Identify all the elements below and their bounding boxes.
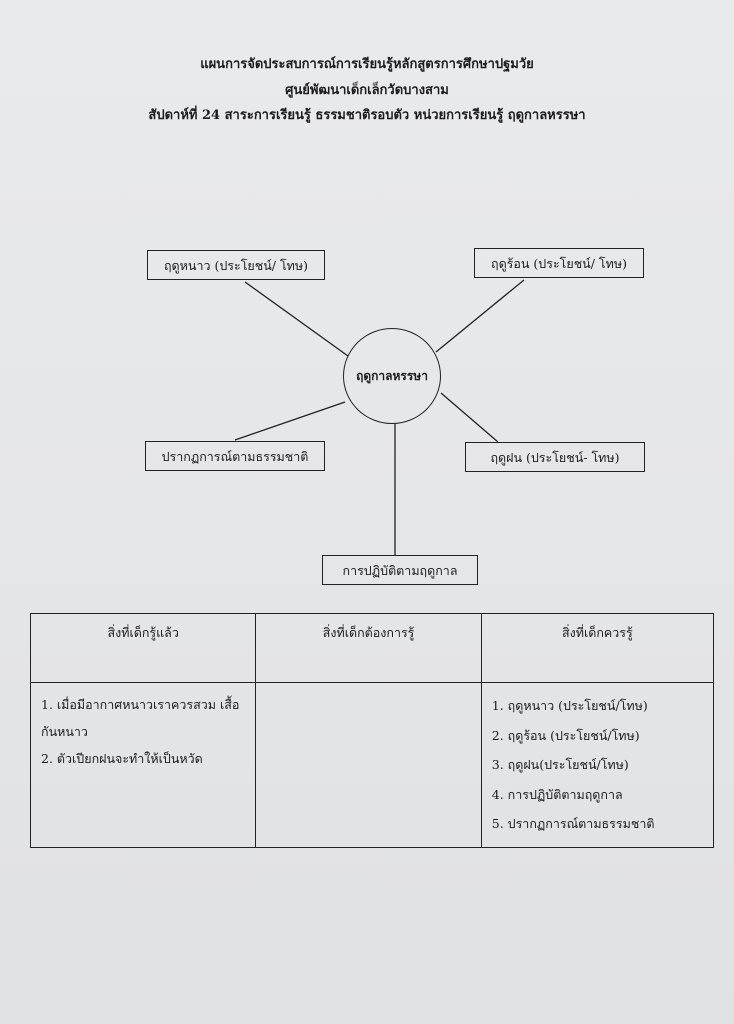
node-practice: การปฏิบัติตามฤดูกาล — [322, 555, 478, 585]
connector-winter — [244, 281, 349, 357]
node-winter: ฤดูหนาว (ประโยชน์/ โทษ) — [147, 250, 325, 280]
header-should: สิ่งที่เด็กควรรู้ — [480, 613, 715, 683]
doc-week-info: สัปดาห์ที่ 24 สาระการเรียนรู้ ธรรมชาติรอ… — [148, 108, 586, 123]
connector-phenomena — [234, 401, 346, 441]
doc-title: แผนการจัดประสบการณ์การเรียนรู้หลักสูตรกา… — [200, 57, 534, 72]
header-known: สิ่งที่เด็กรู้แล้ว — [29, 613, 257, 683]
node-rainy: ฤดูฝน (ประโยชน์- โทษ) — [465, 442, 645, 472]
learning-table: สิ่งที่เด็กรู้แล้ว สิ่งที่เด็กต้องการรู้… — [29, 613, 715, 848]
should-item: 3. ฤดูฝน(ประโยชน์/โทษ) — [491, 757, 629, 772]
header-want: สิ่งที่เด็กต้องการรู้ — [255, 613, 482, 683]
should-item: 2. ฤดูร้อน (ประโยชน์/โทษ) — [491, 727, 640, 743]
connector-rainy — [440, 392, 499, 443]
should-item: 4. การปฏิบัติตามฤดูกาล — [491, 786, 623, 802]
known-item: 2. ตัวเปียกฝนจะทำให้เป็นหวัด — [41, 751, 203, 766]
cell-should: 1. ฤดูหนาว (ประโยชน์/โทษ) 2. ฤดูร้อน (ปร… — [480, 682, 715, 848]
connector-summer — [435, 279, 525, 353]
should-item: 5. ปรากฏการณ์ตามธรรมชาติ — [491, 816, 655, 831]
cell-known: 1. เมื่อมีอากาศหนาวเราควรสวม เสื้อกันหนา… — [29, 682, 257, 848]
known-item: 1. เมื่อมีอากาศหนาวเราควรสวม เสื้อกันหนา… — [41, 697, 240, 739]
node-summer: ฤดูร้อน (ประโยชน์/ โทษ) — [474, 248, 644, 278]
cell-want — [255, 682, 482, 848]
web-center-node: ฤดูกาลหรรษา — [343, 328, 441, 424]
node-phenomena: ปรากฏการณ์ตามธรรมชาติ — [145, 441, 325, 471]
should-item: 1. ฤดูหนาว (ประโยชน์/โทษ) — [491, 698, 648, 713]
doc-center-name: ศูนย์พัฒนาเด็กเล็กวัดบางสาม — [285, 83, 449, 98]
